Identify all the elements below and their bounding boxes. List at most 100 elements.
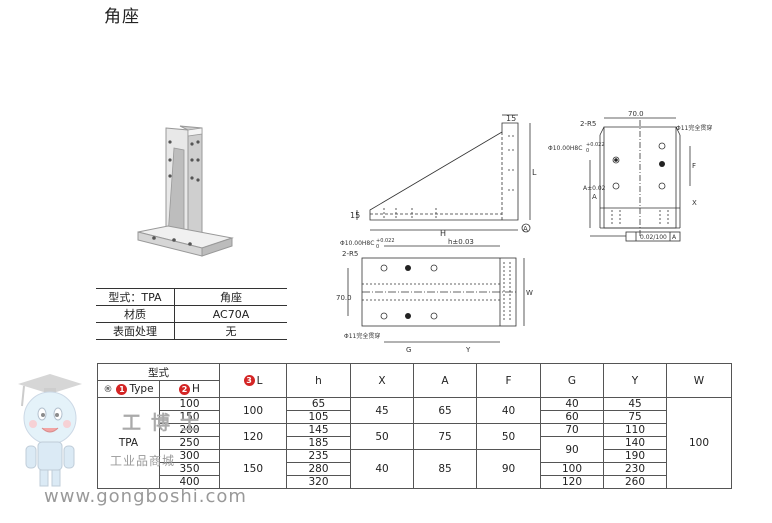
table-row: 250 185 90 140	[98, 436, 732, 463]
front-hole-small: Φ10.00H8C	[548, 145, 582, 152]
table-row: 300 150 235 40 85 90 190	[98, 449, 732, 489]
col-w: W	[666, 363, 732, 398]
top-dim-g: G	[406, 346, 411, 354]
col-y: Y	[603, 363, 667, 398]
front-flatness: 0.02/100	[640, 234, 667, 241]
material-key: 型式：TPA	[96, 288, 175, 306]
cell-f: 90	[476, 449, 541, 489]
table-row: 型式：TPA 角座	[96, 288, 287, 306]
cell-h: 250	[159, 436, 220, 450]
watermark-url: www.gongboshi.com	[44, 486, 247, 507]
col-h: h	[286, 363, 351, 398]
material-value: AC70A	[174, 305, 287, 323]
front-dim-a-tol: A±0.02	[583, 185, 606, 192]
cell-l: 120	[219, 423, 287, 450]
cell-h: 200	[159, 423, 220, 437]
side-dim-15-left: 15	[350, 211, 360, 220]
front-hole-big: Φ11完全贯穿	[676, 124, 712, 132]
num-2-icon: 2	[179, 383, 191, 395]
cell-g: 120	[540, 475, 604, 489]
cell-y: 75	[603, 410, 667, 424]
type-cell: TPA	[97, 397, 160, 489]
cell-y: 230	[603, 462, 667, 476]
cell-y: 190	[603, 449, 667, 463]
front-dim-x: X	[692, 199, 697, 207]
cell-g: 90	[540, 436, 604, 463]
cell-hh: 145	[286, 423, 351, 437]
side-dim-15-top: 15	[506, 114, 516, 123]
top-tol2: 0	[376, 244, 379, 250]
col-g: G	[540, 363, 604, 398]
cell-hh: 185	[286, 436, 351, 450]
cell-hh: 235	[286, 449, 351, 463]
cell-h: 400	[159, 475, 220, 489]
cell-a: 85	[413, 449, 477, 489]
table-row: 400 320 120 260	[98, 475, 732, 489]
cell-y: 140	[603, 436, 667, 450]
cell-g: 60	[540, 410, 604, 424]
cell-hh: 320	[286, 475, 351, 489]
cell-h: 100	[159, 397, 220, 411]
technical-drawing: 15 15 H L A 2-R5 70.0 Φ10.00H8C +0.022 0…	[336, 110, 712, 354]
registered-icon: ®	[103, 385, 113, 395]
top-hole-small: Φ10.00H8C	[340, 240, 374, 247]
front-dim-a: A	[592, 193, 597, 201]
cell-y: 260	[603, 475, 667, 489]
cell-g: 70	[540, 423, 604, 437]
num-1-icon: 1	[116, 383, 128, 395]
cell-f: 50	[476, 423, 541, 450]
mascot-watermark-icon	[18, 374, 82, 487]
cell-l: 150	[219, 449, 287, 489]
top-dim-70: 70.0	[336, 294, 352, 302]
side-dim-h: H	[440, 229, 446, 238]
material-key: 材质	[96, 305, 175, 323]
side-datum-a: A	[523, 225, 528, 233]
top-dim-w: W	[526, 289, 533, 297]
front-flatness-ref: A	[672, 234, 677, 241]
cell-x: 45	[350, 397, 414, 424]
top-dim-y: Y	[465, 346, 471, 354]
cell-y: 45	[603, 397, 667, 411]
front-r5: 2-R5	[580, 120, 596, 128]
angle-bracket-render	[137, 125, 234, 257]
num-3-icon: 3	[243, 375, 255, 386]
cell-l: 100	[219, 397, 287, 424]
col-x: X	[350, 363, 414, 398]
cell-g: 40	[540, 397, 604, 411]
table-row: 表面处理 无	[96, 322, 287, 340]
material-value: 角座	[174, 288, 287, 306]
cell-f: 40	[476, 397, 541, 424]
material-key: 表面处理	[96, 322, 175, 340]
cell-y: 110	[603, 423, 667, 437]
cell-a: 65	[413, 397, 477, 424]
material-table: 型式：TPA 角座 材质 AC70A 表面处理 无	[96, 288, 287, 340]
top-r5: 2-R5	[342, 250, 358, 258]
cell-x: 40	[350, 449, 414, 489]
side-dim-l: L	[532, 168, 537, 177]
watermark-subtitle: 工业品商城	[110, 454, 176, 468]
cell-hh: 280	[286, 462, 351, 476]
side-view	[369, 122, 519, 221]
cell-hh: 65	[286, 397, 351, 411]
front-tol2: 0	[586, 148, 589, 154]
front-dim-70: 70.0	[628, 110, 644, 118]
col-a: A	[413, 363, 477, 398]
table-row: TPA 100 100 65 45 65 40 40 45 100	[97, 397, 732, 489]
type-header: 型式	[97, 363, 220, 381]
cell-w: 100	[666, 397, 732, 489]
front-tol1: +0.022	[586, 142, 605, 148]
cell-x: 50	[350, 423, 414, 450]
watermark-brand: 工博士	[122, 412, 210, 434]
material-value: 无	[174, 322, 287, 340]
table-row: 150 105 60 75	[98, 410, 732, 424]
top-tol1: +0.022	[376, 238, 395, 244]
top-hole-big: Φ11完全贯穿	[344, 332, 380, 340]
cell-hh: 105	[286, 410, 351, 424]
cell-g: 100	[540, 462, 604, 476]
page-title: 角座	[104, 7, 140, 27]
table-row: 材质 AC70A	[96, 305, 287, 323]
